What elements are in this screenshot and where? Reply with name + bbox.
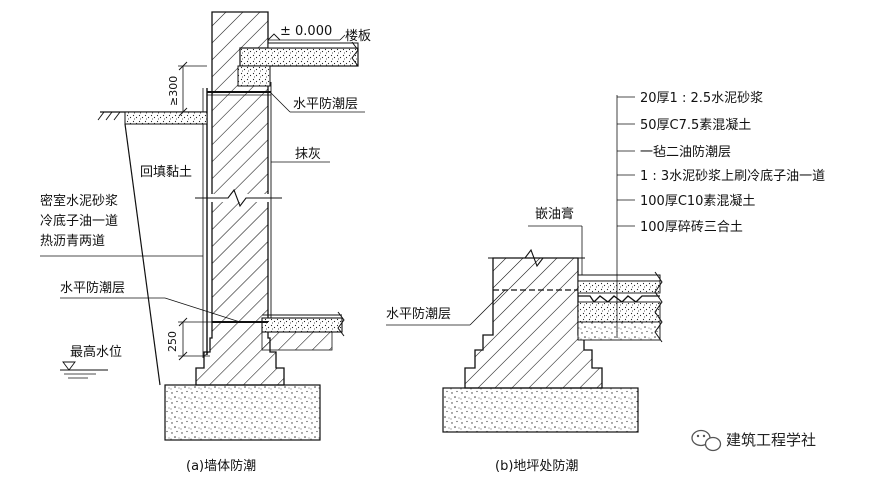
h-dpc-label-b: 水平防潮层: [386, 306, 451, 322]
caption-b: (b)地坪处防潮: [495, 458, 578, 474]
h-dpc-low-label: 水平防潮层: [60, 280, 125, 296]
floor-slab-label: 楼板: [345, 29, 371, 44]
layer-6: 100厚碎砖三合土: [640, 220, 743, 235]
dim-300-label: ≥300: [167, 76, 180, 106]
basement-line2: 冷底子油一道: [40, 213, 118, 229]
backfill-label: 回填黏土: [140, 164, 192, 180]
basement-slab: [261, 317, 343, 333]
sealant-label: 嵌油膏: [535, 206, 574, 222]
watermark-text: 建筑工程学社: [726, 431, 816, 449]
foundation-b: [442, 387, 639, 433]
foundation-a: [164, 384, 321, 441]
basement-line3: 热沥青两道: [40, 234, 105, 249]
elevation-label: ± 0.000: [280, 24, 332, 39]
layer-3: 一毡二油防潮层: [640, 144, 731, 160]
layer-5: 100厚C10素混凝土: [640, 193, 755, 209]
floor-section-b: 20厚1 : 2.5水泥砂浆 50厚C7.5素混凝土 一毡二油防潮层 1 : 3…: [386, 91, 825, 474]
max-water-label: 最高水位: [70, 344, 122, 360]
dim-250-label: 250: [166, 331, 179, 352]
plaster-label: 抹灰: [295, 147, 321, 162]
layer-2: 50厚C7.5素混凝土: [640, 117, 751, 133]
floor-slab: [239, 47, 359, 67]
h-dpc-top-label: 水平防潮层: [293, 96, 358, 112]
wall-section-a: ≥300 250 ± 0.000 楼板 水平防潮层 抹灰 回填黏土 密室水泥砂浆…: [40, 11, 371, 474]
layer-1: 20厚1 : 2.5水泥砂浆: [640, 91, 763, 106]
basement-line1: 密室水泥砂浆: [40, 193, 118, 209]
caption-a: (a)墙体防潮: [186, 458, 256, 474]
wechat-icon: [691, 429, 722, 452]
watermark: 建筑工程学社: [691, 429, 816, 452]
layer-4: 1 : 3水泥砂浆上刷冷底子油一道: [640, 168, 825, 184]
